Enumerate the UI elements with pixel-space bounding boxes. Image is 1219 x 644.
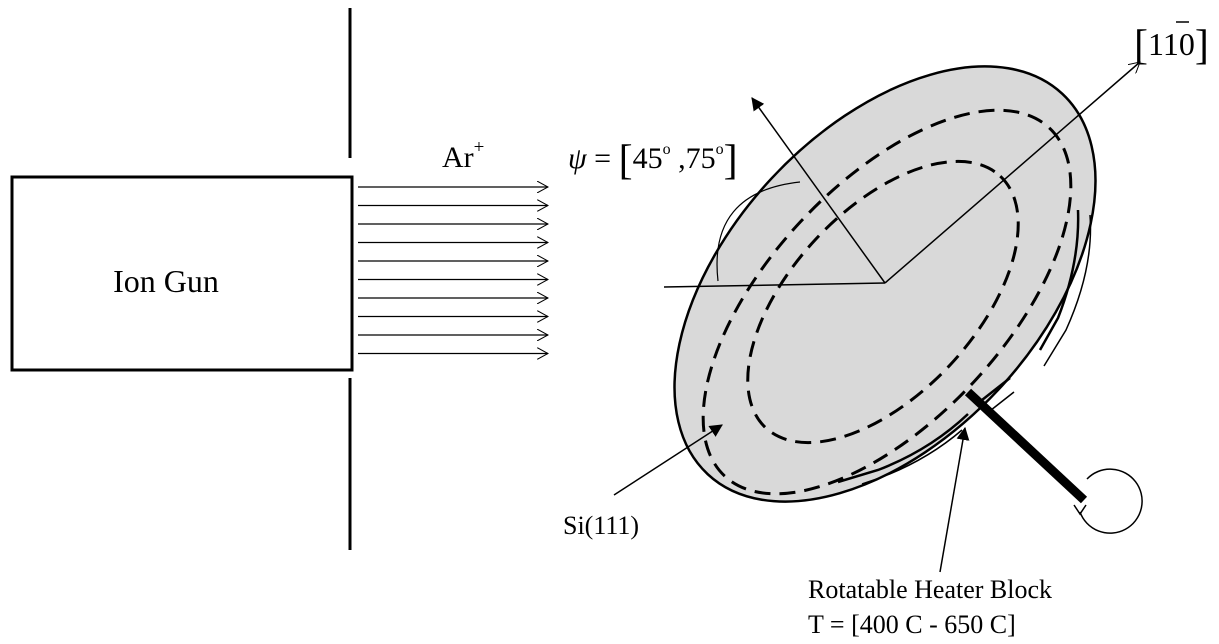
ion-species-label: Ar+	[442, 137, 484, 174]
sample-label: Si(111)	[563, 511, 639, 540]
sample-disk	[673, 65, 1097, 503]
surface-normal-arrow	[751, 97, 886, 284]
heater-name-label: Rotatable Heater Block	[808, 575, 1052, 604]
ion-gun-box	[10, 175, 354, 372]
horizontal-reference-line	[663, 282, 886, 288]
incidence-angle-arc	[716, 181, 801, 282]
ion-gun-label: Ion Gun	[113, 263, 219, 299]
incidence-angle-label: ψ = [45o ,75o]	[568, 138, 738, 184]
heater-pointer-arrow	[939, 426, 970, 573]
heater-rim	[837, 209, 1080, 484]
sample-pointer-arrow	[613, 424, 723, 496]
heater-shaft	[964, 388, 1088, 504]
crystal-direction-arrow	[884, 62, 1140, 284]
rotation-arrowhead	[1073, 504, 1087, 516]
heater-temp-label: T = [400 C - 650 C]	[808, 610, 1016, 639]
crystal-direction-label: [110]	[1134, 23, 1209, 69]
heater-outline-inner	[746, 159, 1020, 445]
rotation-arrow-icon	[1079, 468, 1143, 534]
ion-beam	[358, 187, 548, 354]
